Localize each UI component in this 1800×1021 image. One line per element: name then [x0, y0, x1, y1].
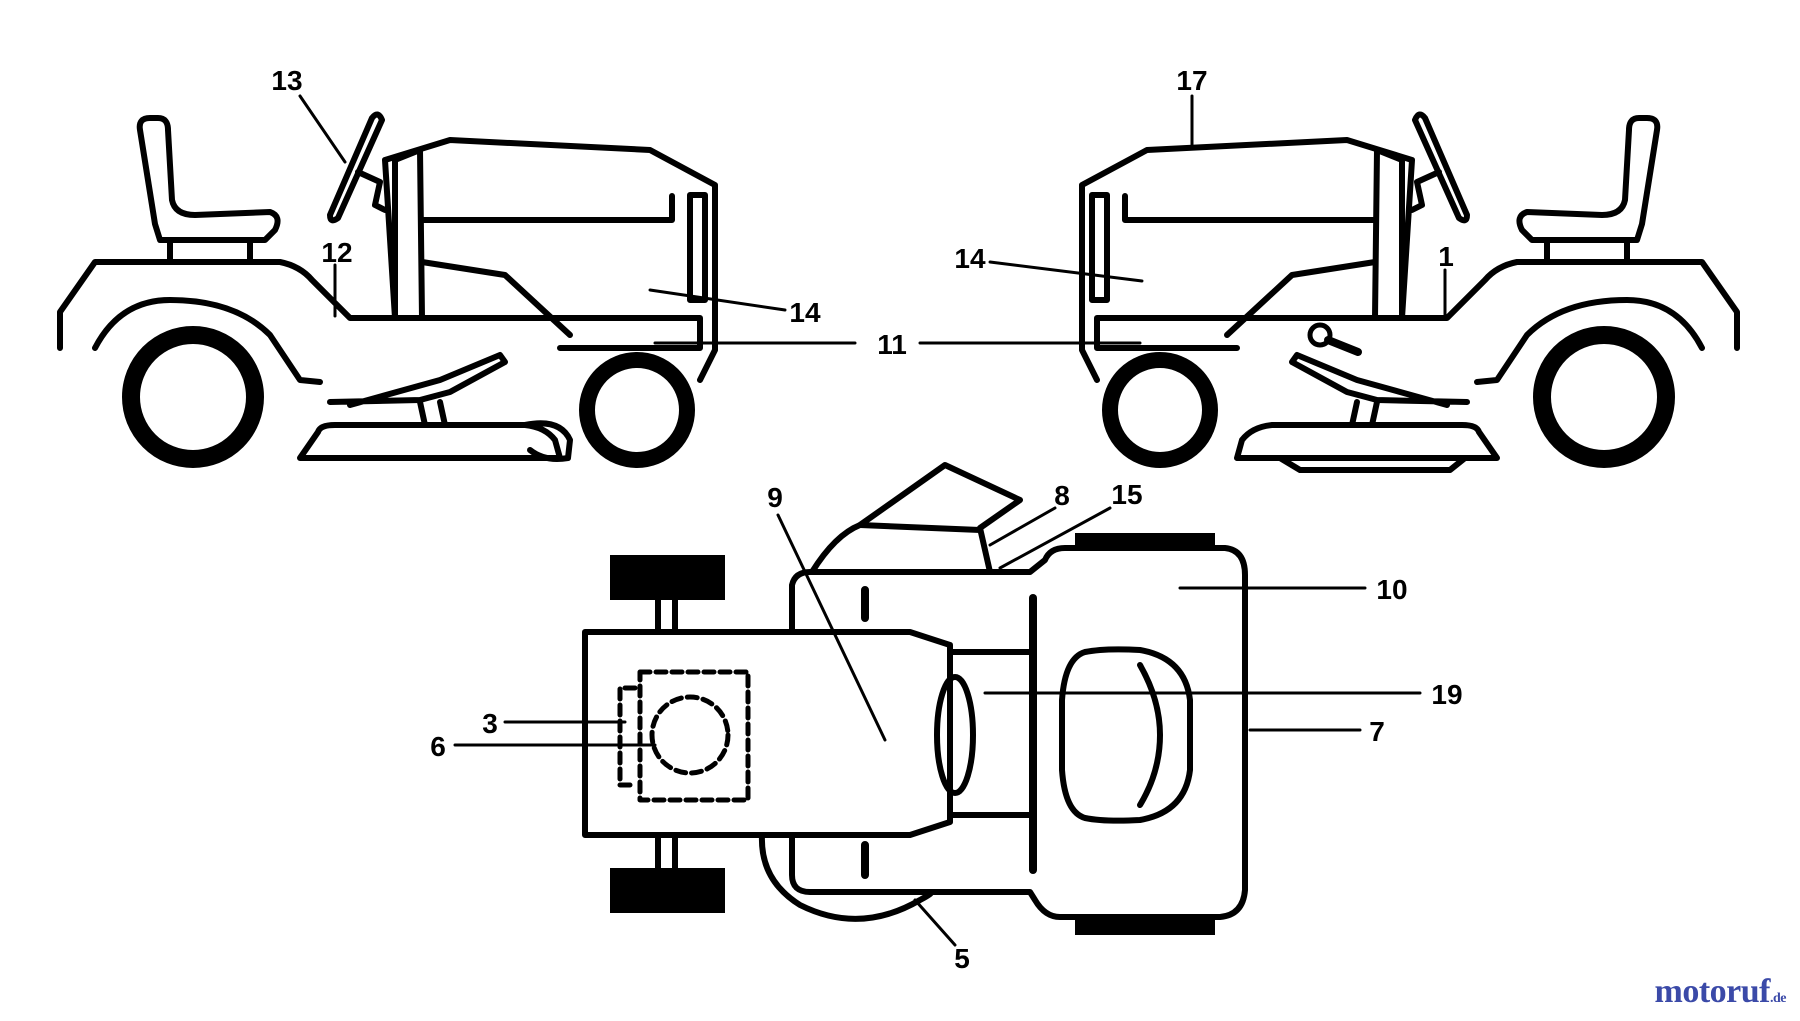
top-discharge-chute: [809, 462, 1023, 575]
leader-5: [913, 898, 957, 947]
right-grill-line: [1224, 259, 1378, 338]
leader-14-right: [988, 260, 1144, 283]
watermark-domain: .de: [1770, 991, 1787, 1006]
right-footrest: [1289, 352, 1470, 408]
top-chute-line: [857, 522, 983, 533]
callout-17: 17: [1176, 65, 1207, 96]
left-rear-fender-arch: [92, 297, 323, 385]
left-front-wheel: [579, 352, 695, 468]
right-steering-column: [1409, 169, 1442, 213]
right-side-view: [1079, 111, 1740, 473]
top-front-axle-upper: [655, 597, 678, 635]
left-mower-deck: [297, 422, 563, 461]
right-hood: [1079, 137, 1415, 383]
callout-labels: 13 12 14 11 17 14 1 9 8 15 10 19 7 3 6 5: [271, 65, 1462, 974]
watermark-logo: motoruf.de: [1654, 973, 1787, 1011]
left-grill-line: [419, 259, 573, 338]
left-seat: [136, 115, 281, 243]
leader-15: [998, 506, 1112, 570]
callout-13: 13: [271, 65, 302, 96]
left-rear-fender: [57, 259, 703, 351]
callout-14-left: 14: [789, 297, 821, 328]
top-frame-rails: [947, 649, 1033, 818]
right-rear-fender: [1094, 259, 1740, 351]
right-lift-lever: [1324, 336, 1362, 356]
callout-10: 10: [1376, 574, 1407, 605]
left-seat-post: [162, 237, 258, 265]
callout-8: 8: [1054, 480, 1070, 511]
top-decal-left-bracket: [617, 685, 638, 788]
right-front-wheel: [1102, 352, 1218, 468]
left-steering-wheel: [327, 111, 385, 224]
right-seat: [1516, 115, 1661, 243]
callout-14-right: 14: [954, 243, 986, 274]
left-hood: [382, 137, 718, 383]
top-view: [582, 462, 1248, 935]
left-rear-wheel: [122, 326, 264, 468]
callout-15: 15: [1111, 479, 1142, 510]
callout-5: 5: [954, 943, 970, 974]
top-front-right-wheel: [610, 868, 725, 913]
top-body: [789, 545, 1248, 920]
top-front-axle-lower: [655, 832, 678, 871]
callout-3: 3: [482, 708, 498, 739]
top-decal-square: [637, 669, 751, 803]
left-deck-hanger: [417, 399, 448, 428]
leader-lines: [298, 94, 1447, 947]
top-decal-circle: [649, 694, 731, 776]
top-seat-back: [1137, 662, 1163, 808]
top-front-left-wheel: [610, 555, 725, 600]
top-seat: [1059, 646, 1193, 824]
right-mower-deck: [1234, 422, 1500, 461]
leader-13: [298, 94, 347, 164]
left-dash: [392, 147, 425, 321]
callout-6: 6: [430, 731, 446, 762]
watermark-text: motoruf: [1654, 973, 1771, 1010]
right-rear-fender-arch: [1474, 297, 1705, 385]
callout-9: 9: [767, 482, 783, 513]
top-rear-right-wheel: [1075, 917, 1215, 935]
left-hood-side-panel: [687, 192, 708, 303]
left-deck-chute: [522, 420, 573, 462]
top-steering-ellipse: [934, 674, 976, 796]
callout-19: 19: [1431, 679, 1462, 710]
top-hood: [582, 629, 953, 838]
right-hood-side-panel: [1089, 192, 1110, 303]
left-steering-column: [355, 169, 388, 213]
right-steering-wheel: [1412, 111, 1470, 224]
right-deck-hanger: [1349, 399, 1380, 428]
leader-9: [776, 513, 887, 742]
right-deck-belt: [1277, 455, 1468, 473]
callout-12: 12: [321, 237, 352, 268]
left-hood-line: [419, 193, 675, 223]
top-chute-guard: [758, 832, 935, 922]
right-hood-line: [1122, 193, 1378, 223]
leader-8: [988, 506, 1057, 547]
leader-14-left: [648, 288, 787, 312]
callout-7: 7: [1369, 716, 1385, 747]
right-dash: [1372, 147, 1405, 321]
right-seat-post: [1539, 237, 1635, 265]
right-lift-knob: [1307, 322, 1333, 348]
right-rear-wheel: [1533, 326, 1675, 468]
left-side-view: [57, 111, 718, 468]
callout-11: 11: [877, 329, 907, 360]
left-footrest: [327, 352, 508, 408]
callout-1: 1: [1438, 241, 1454, 272]
